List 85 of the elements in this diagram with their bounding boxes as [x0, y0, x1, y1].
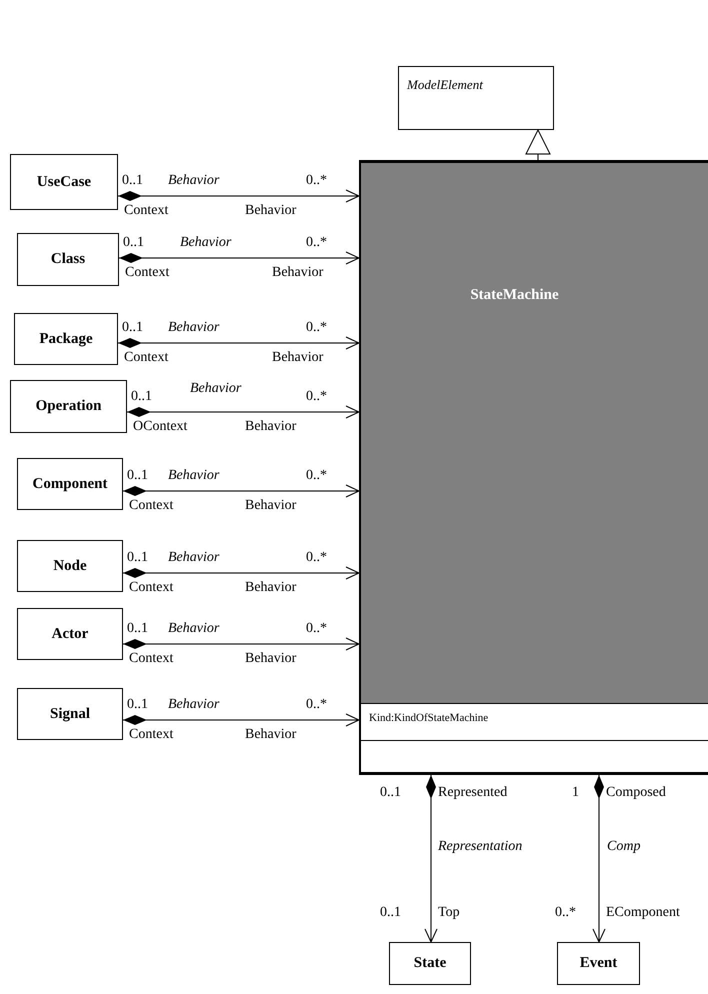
role-name: Context [125, 266, 170, 280]
class-name: State [414, 955, 446, 972]
class-box [10, 154, 118, 210]
role-name: Behavior [245, 499, 296, 513]
edge-label: Behavior [168, 622, 220, 636]
edge-label: Behavior [180, 236, 232, 250]
multiplicity-label: 0..1 [127, 469, 148, 483]
multiplicity-label: 0..* [306, 551, 327, 565]
multiplicity-label: 0..1 [131, 390, 152, 404]
edge-label: Behavior [168, 174, 220, 188]
multiplicity-label: 0..* [306, 174, 327, 188]
edge-label: Behavior [168, 551, 220, 565]
multiplicity-label: 1 [572, 786, 579, 800]
composition-arrow [122, 484, 360, 498]
class-box [17, 233, 119, 286]
multiplicity-label: 0..1 [127, 622, 148, 636]
composition-arrow [592, 774, 606, 942]
role-name: Represented [438, 786, 508, 800]
multiplicity-label: 0..1 [380, 786, 401, 800]
class-box [14, 313, 118, 365]
multiplicity-label: 0..* [306, 390, 327, 404]
multiplicity-label: 0..1 [123, 236, 144, 250]
composition-arrow [118, 336, 360, 350]
role-name: Context [129, 499, 174, 513]
edge-label: Comp [607, 840, 640, 854]
class-name: Component [32, 476, 108, 492]
class-box [17, 608, 123, 660]
role-name: Context [129, 581, 174, 595]
role-name: Behavior [245, 420, 296, 434]
multiplicity-label: 0..* [555, 906, 576, 920]
role-name: Behavior [245, 204, 296, 218]
composition-arrow [122, 566, 360, 580]
generalization-arrow [526, 130, 550, 160]
class-name: Actor [52, 626, 88, 642]
multiplicity-label: 0..* [306, 469, 327, 483]
role-name: Context [129, 728, 174, 742]
multiplicity-label: 0..1 [122, 321, 143, 335]
composition-arrow [126, 406, 360, 418]
class-box [557, 942, 640, 985]
multiplicity-label: 0..* [306, 236, 327, 250]
class-name: Package [39, 330, 93, 348]
composition-arrow [118, 190, 360, 202]
role-name: Behavior [245, 652, 296, 666]
role-name: OContext [133, 420, 188, 434]
composition-arrow [118, 252, 360, 264]
class-box [10, 380, 127, 433]
composition-arrow [122, 714, 360, 726]
edge-label: Behavior [168, 321, 220, 335]
class-box [389, 942, 471, 985]
class-box [17, 688, 123, 740]
multiplicity-label: 0..* [306, 698, 327, 712]
edge-label: Behavior [168, 469, 220, 483]
class-box [17, 458, 123, 510]
role-name: Behavior [245, 581, 296, 595]
role-name: Behavior [245, 728, 296, 742]
composition-arrow [122, 638, 360, 650]
attribute-text: Kind:KindOfStateMachine [369, 712, 488, 724]
class-name: Node [53, 558, 87, 574]
class-name: ModelElement [407, 77, 483, 93]
class-name: Event [580, 955, 618, 972]
role-name: Composed [606, 786, 666, 800]
role-name: Top [438, 906, 460, 920]
role-name: EComponent [606, 906, 680, 920]
class-name: StateMachine [470, 287, 559, 305]
edge-label: Representation [438, 840, 522, 854]
role-name: Context [124, 351, 168, 365]
class-name: UseCase [36, 174, 92, 190]
multiplicity-label: 0..1 [122, 174, 143, 188]
multiplicity-label: 0..1 [127, 698, 148, 712]
composition-arrow [424, 774, 438, 942]
multiplicity-label: 0..1 [127, 551, 148, 565]
edge-label: Behavior [168, 698, 220, 712]
class-name: Class [50, 251, 86, 268]
edge-label: Behavior [190, 382, 242, 396]
class-box [398, 66, 554, 130]
class-name: Operation [36, 398, 102, 415]
multiplicity-label: 0..* [306, 622, 327, 636]
role-name: Behavior [272, 266, 324, 280]
role-name: Context [124, 204, 168, 218]
role-name: Context [129, 652, 174, 666]
class-box [17, 540, 123, 592]
multiplicity-label: 0..1 [380, 906, 401, 920]
multiplicity-label: 0..* [306, 321, 327, 335]
class-name: Signal [50, 706, 90, 722]
role-name: Behavior [272, 351, 324, 365]
